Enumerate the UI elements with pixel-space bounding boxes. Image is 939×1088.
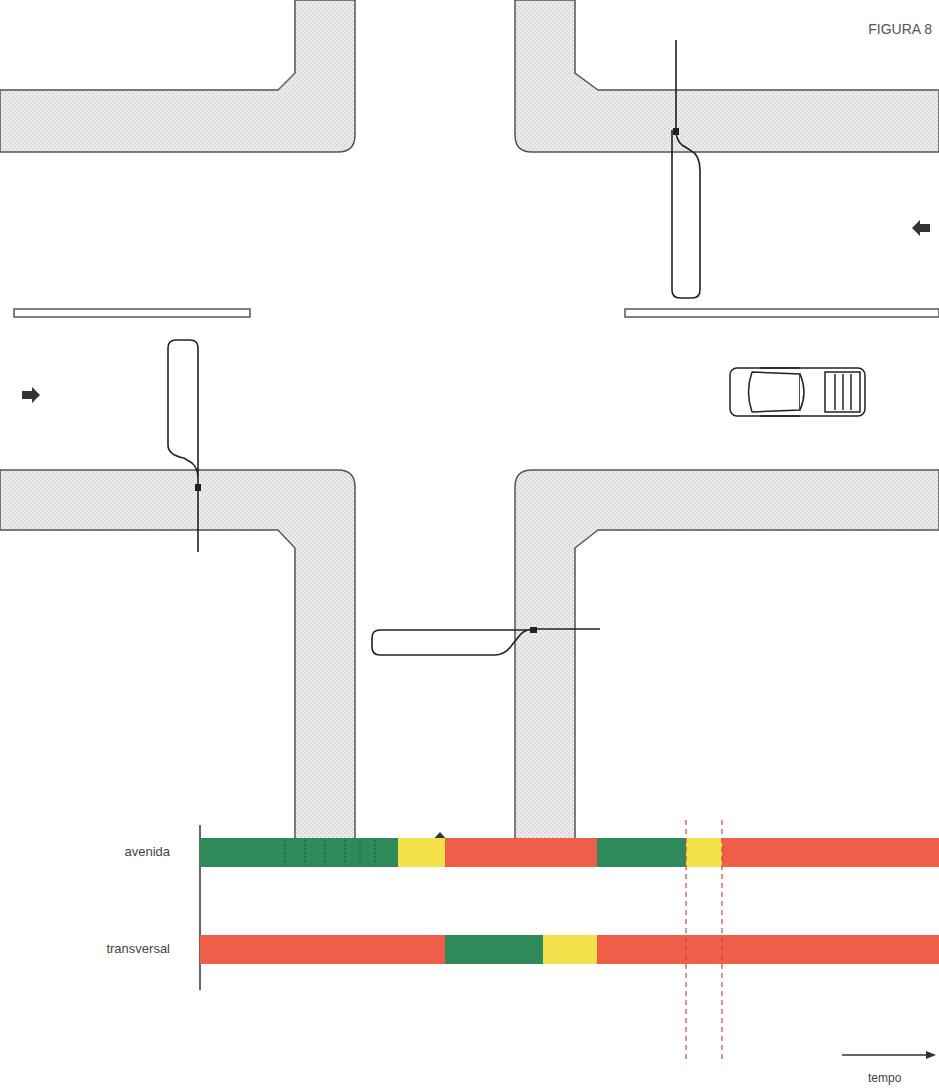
direction-arrow xyxy=(22,220,930,851)
signal-name: transversal xyxy=(106,942,170,956)
sidewalk-edge xyxy=(0,0,939,840)
detector-loop xyxy=(168,40,700,655)
figure-label: FIGURA 8 xyxy=(868,22,932,37)
median-line xyxy=(14,309,939,317)
time-arrow xyxy=(842,1051,936,1059)
signal-bar xyxy=(200,838,939,964)
signal-name: avenida xyxy=(124,845,170,859)
extension-mark xyxy=(285,840,375,865)
sidewalk xyxy=(0,0,939,840)
detector-box xyxy=(195,128,679,633)
axis-label: tempo xyxy=(868,1072,901,1085)
interval-marker xyxy=(686,820,722,1060)
car xyxy=(730,368,865,416)
